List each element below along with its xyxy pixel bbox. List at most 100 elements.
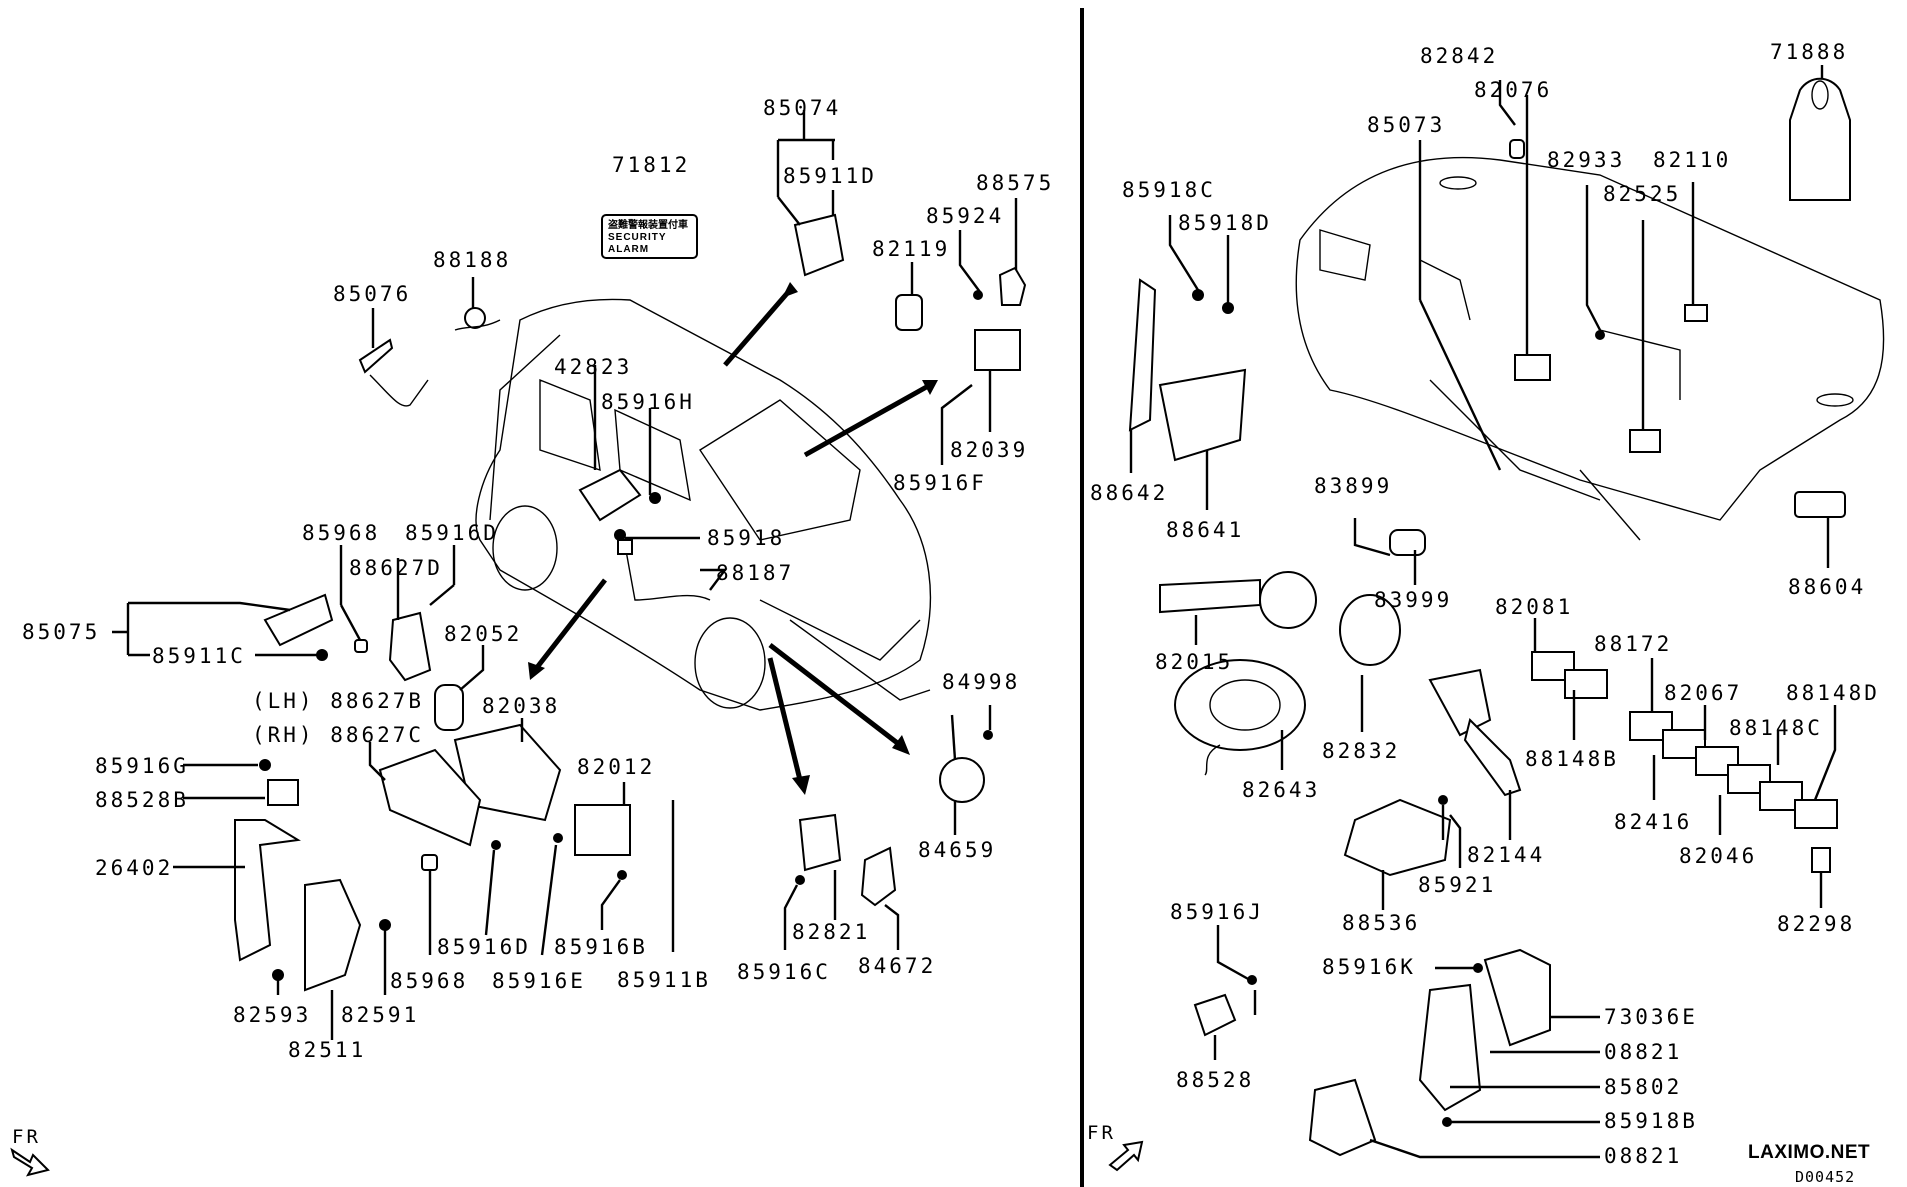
part-label-82012[interactable]: 82012 (577, 755, 656, 779)
part-label-73036E[interactable]: 73036E (1604, 1005, 1698, 1029)
part-label-82842[interactable]: 82842 (1420, 44, 1499, 68)
switch-82039-icon (940, 329, 1021, 465)
part-label-82933[interactable]: 82933 (1547, 148, 1626, 172)
part-label-88536[interactable]: 88536 (1342, 911, 1421, 935)
part-label-82067[interactable]: 82067 (1664, 681, 1743, 705)
part-label-85916K[interactable]: 85916K (1322, 955, 1416, 979)
part-label-85074[interactable]: 85074 (763, 96, 842, 120)
part-label-82525[interactable]: 82525 (1603, 182, 1682, 206)
part-label-82511[interactable]: 82511 (288, 1038, 367, 1062)
part-label-88172[interactable]: 88172 (1594, 632, 1673, 656)
part-label-42823[interactable]: 42823 (554, 355, 633, 379)
part-label-85911C[interactable]: 85911C (152, 644, 246, 668)
part-label-88187[interactable]: 88187 (716, 561, 795, 585)
part-label-85073[interactable]: 85073 (1367, 113, 1446, 137)
part-label-71888[interactable]: 71888 (1770, 40, 1849, 64)
part-label-85918C[interactable]: 85918C (1122, 178, 1216, 202)
security-alarm-label-icon (601, 214, 698, 259)
part-label-84998[interactable]: 84998 (942, 670, 1021, 694)
vehicle-outline (475, 298, 932, 711)
bracket-26402-icon (173, 819, 301, 995)
part-label-88641[interactable]: 88641 (1166, 518, 1245, 542)
sensor-85076-icon (358, 308, 429, 407)
part-label-08821-lower[interactable]: 08821 (1604, 1144, 1683, 1168)
part-label-85911B[interactable]: 85911B (617, 968, 711, 992)
part-label-88148C[interactable]: 88148C (1729, 716, 1823, 740)
part-label-82593[interactable]: 82593 (233, 1003, 312, 1027)
part-label-26402[interactable]: 26402 (95, 856, 174, 880)
part-label-88148B[interactable]: 88148B (1525, 747, 1619, 771)
part-label-85802[interactable]: 85802 (1604, 1075, 1683, 1099)
part-label-88604[interactable]: 88604 (1788, 575, 1867, 599)
module-88627D-icon (339, 545, 456, 682)
front-indicator-right: FR (1087, 1122, 1116, 1144)
part-label-82298[interactable]: 82298 (1777, 912, 1856, 936)
part-label-85916G[interactable]: 85916G (95, 754, 189, 778)
part-label-82591[interactable]: 82591 (341, 1003, 420, 1027)
harness-88187-icon (617, 539, 728, 601)
connector-88188-icon (454, 277, 501, 331)
front-indicator-left: FR (12, 1126, 41, 1148)
part-label-88188[interactable]: 88188 (433, 248, 512, 272)
part-label-85911D[interactable]: 85911D (783, 164, 877, 188)
part-label-85924[interactable]: 85924 (926, 204, 1005, 228)
part-label-88642[interactable]: 88642 (1090, 481, 1169, 505)
instrument-panel-outline (1295, 156, 1885, 541)
switch-82012-icon (574, 782, 631, 930)
part-label-85076[interactable]: 85076 (333, 282, 412, 306)
leads-right-upper (1418, 80, 1708, 471)
part-label-82821[interactable]: 82821 (792, 920, 871, 944)
part-label-85916D[interactable]: 85916D (405, 521, 499, 545)
part-label-85916B[interactable]: 85916B (554, 935, 648, 959)
alarm-module-85074-icon (776, 110, 845, 277)
part-label-85916F[interactable]: 85916F (893, 471, 987, 495)
part-label-82643[interactable]: 82643 (1242, 778, 1321, 802)
diagram-code: D00452 (1795, 1168, 1856, 1186)
part-label-85916H[interactable]: 85916H (601, 390, 695, 414)
buzzer-84672-icon (860, 846, 900, 950)
sensor-88528-icon (1193, 925, 1257, 1060)
part-label-08821-upper[interactable]: 08821 (1604, 1040, 1683, 1064)
part-label-82052[interactable]: 82052 (444, 622, 523, 646)
part-label-85916E[interactable]: 85916E (492, 969, 586, 993)
part-label-88528B[interactable]: 88528B (95, 788, 189, 812)
part-label-82038[interactable]: 82038 (482, 694, 561, 718)
part-label-82119[interactable]: 82119 (872, 237, 951, 261)
part-label-85918[interactable]: 85918 (707, 526, 786, 550)
part-label-88148D[interactable]: 88148D (1786, 681, 1880, 705)
part-label-85918B[interactable]: 85918B (1604, 1109, 1698, 1133)
part-label-82081[interactable]: 82081 (1495, 595, 1574, 619)
part-label-84659[interactable]: 84659 (918, 838, 997, 862)
part-label-88528[interactable]: 88528 (1176, 1068, 1255, 1092)
part-label-85916J[interactable]: 85916J (1170, 900, 1264, 924)
part-label-82046[interactable]: 82046 (1679, 844, 1758, 868)
part-label-88627C-rh[interactable]: (RH) 88627C (252, 723, 425, 747)
part-label-82076[interactable]: 82076 (1474, 78, 1553, 102)
part-label-85918D[interactable]: 85918D (1178, 211, 1272, 235)
part-label-88627D[interactable]: 88627D (349, 556, 443, 580)
part-label-85968[interactable]: 85968 (302, 521, 381, 545)
caution-tag-icon (1789, 65, 1851, 201)
bracket-assembly-73036E-icon (1308, 948, 1600, 1159)
part-label-82039[interactable]: 82039 (950, 438, 1029, 462)
switch-row-icon (1531, 618, 1838, 908)
clock-spring-82643-icon (1174, 659, 1306, 776)
part-label-83899[interactable]: 83899 (1314, 474, 1393, 498)
part-label-85916D-lower[interactable]: 85916D (437, 935, 531, 959)
part-label-83999[interactable]: 83999 (1374, 588, 1453, 612)
part-label-85075[interactable]: 85075 (22, 620, 101, 644)
part-label-85916C[interactable]: 85916C (737, 960, 831, 984)
brand-watermark: LAXIMO.NET (1748, 1142, 1871, 1163)
part-label-82416[interactable]: 82416 (1614, 810, 1693, 834)
part-label-88627B-lh[interactable]: (LH) 88627B (252, 689, 425, 713)
part-label-82144[interactable]: 82144 (1467, 843, 1546, 867)
part-label-84672[interactable]: 84672 (858, 954, 937, 978)
part-label-82110[interactable]: 82110 (1653, 148, 1732, 172)
part-label-85921[interactable]: 85921 (1418, 873, 1497, 897)
part-label-82832[interactable]: 82832 (1322, 739, 1401, 763)
part-label-82015[interactable]: 82015 (1155, 650, 1234, 674)
part-label-85968-lower[interactable]: 85968 (390, 969, 469, 993)
bracket-42823-icon (578, 365, 700, 541)
part-label-71812[interactable]: 71812 (612, 153, 691, 177)
part-label-88575[interactable]: 88575 (976, 171, 1055, 195)
